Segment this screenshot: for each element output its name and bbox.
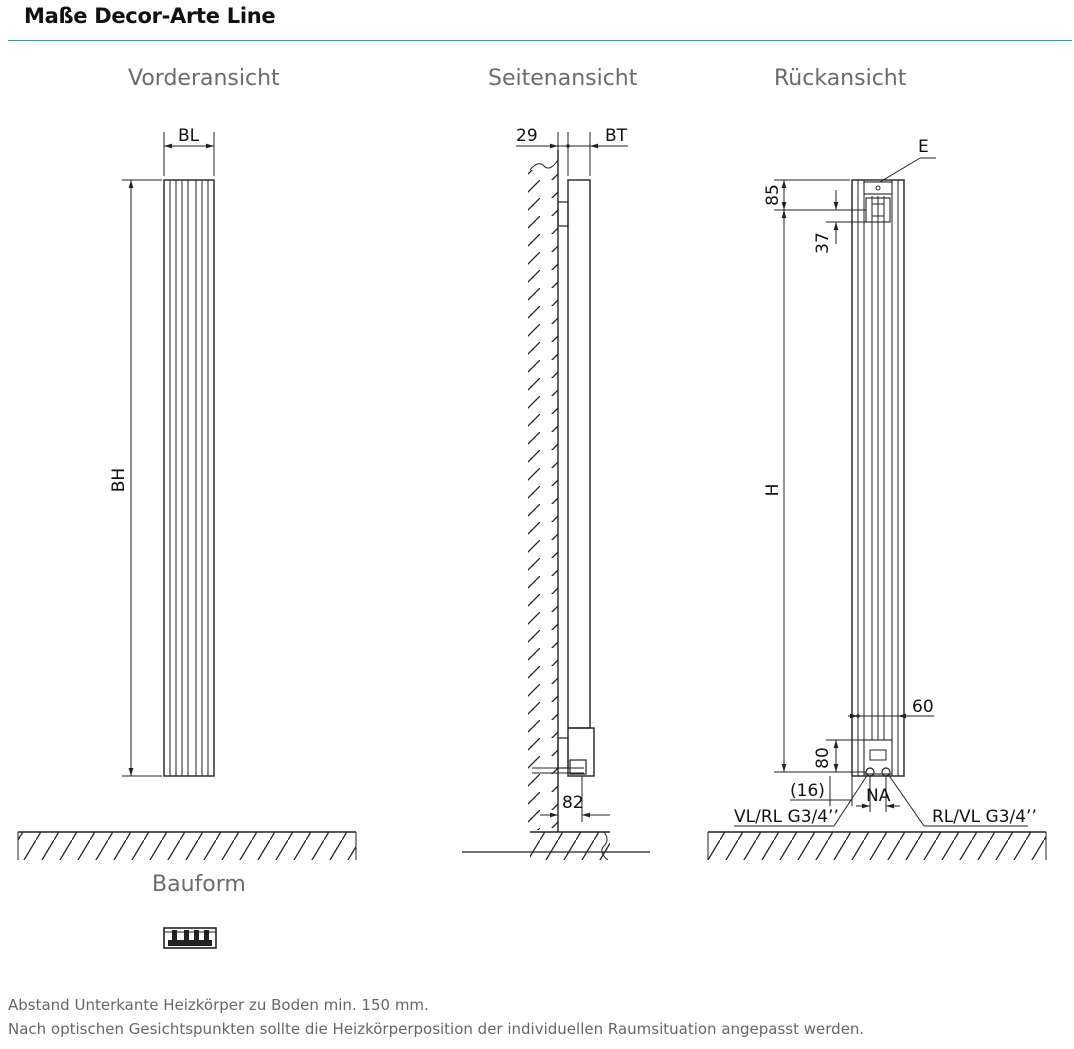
connection-callouts: VL/RL G3/4’’ RL/VL G3/4’’ [734, 773, 1037, 827]
side-wall [528, 150, 559, 832]
side-view-label: Seitenansicht [488, 66, 638, 91]
shape-icon [163, 927, 217, 949]
wall-gap-label: 29 [516, 126, 538, 146]
front-radiator-body [163, 179, 215, 777]
bl-dimension: BL [163, 126, 215, 176]
bh-label: BH [109, 468, 129, 492]
na-label: NA [866, 786, 891, 806]
bottom-offset-label: 80 [813, 747, 833, 769]
h-label: H [763, 484, 783, 497]
bt-label: BT [605, 126, 628, 146]
side-offset-label: 60 [912, 697, 934, 717]
connection-depth-dimension: 82 [540, 776, 610, 822]
depth-dimension: 29 BT [516, 126, 628, 176]
top-offset-dimensions: 85 37 [763, 179, 866, 254]
top-offset-37-label: 37 [813, 232, 833, 254]
back-view-label: Rückansicht [774, 66, 907, 91]
front-floor [17, 831, 357, 860]
vent-callout: E [879, 137, 936, 183]
bottom-offset-dimension: 80 [813, 739, 864, 772]
supply-return-label: VL/RL G3/4’’ [734, 807, 839, 827]
footnote-positioning: Nach optischen Gesichtspunkten sollte di… [8, 1020, 865, 1038]
na-dimension: NA [856, 776, 900, 812]
page-title: Maße Decor-Arte Line [24, 4, 276, 28]
back-view: E 85 37 H 60 [707, 137, 1047, 860]
side-floor [462, 831, 650, 861]
front-view: BL BH [17, 126, 357, 860]
vent-label: E [918, 137, 929, 157]
back-floor [707, 831, 1047, 860]
back-radiator-body [851, 179, 905, 777]
valve-offset-dimension: (16) [790, 776, 853, 806]
front-view-label: Vorderansicht [128, 66, 280, 91]
h-dimension: H [763, 210, 866, 773]
footnote-min-distance: Abstand Unterkante Heizkörper zu Boden m… [8, 996, 429, 1014]
valve-offset-label: (16) [790, 781, 825, 801]
return-supply-label: RL/VL G3/4’’ [932, 807, 1037, 827]
side-radiator-body [532, 179, 595, 777]
shape-label: Bauform [152, 872, 246, 897]
bl-label: BL [178, 126, 200, 146]
side-offset-dimension: 60 [848, 697, 934, 719]
title-divider [8, 40, 1072, 41]
side-view: 29 BT 82 [462, 126, 650, 861]
connection-depth-label: 82 [562, 793, 584, 813]
bh-dimension: BH [109, 179, 162, 777]
top-offset-85-label: 85 [763, 184, 783, 206]
